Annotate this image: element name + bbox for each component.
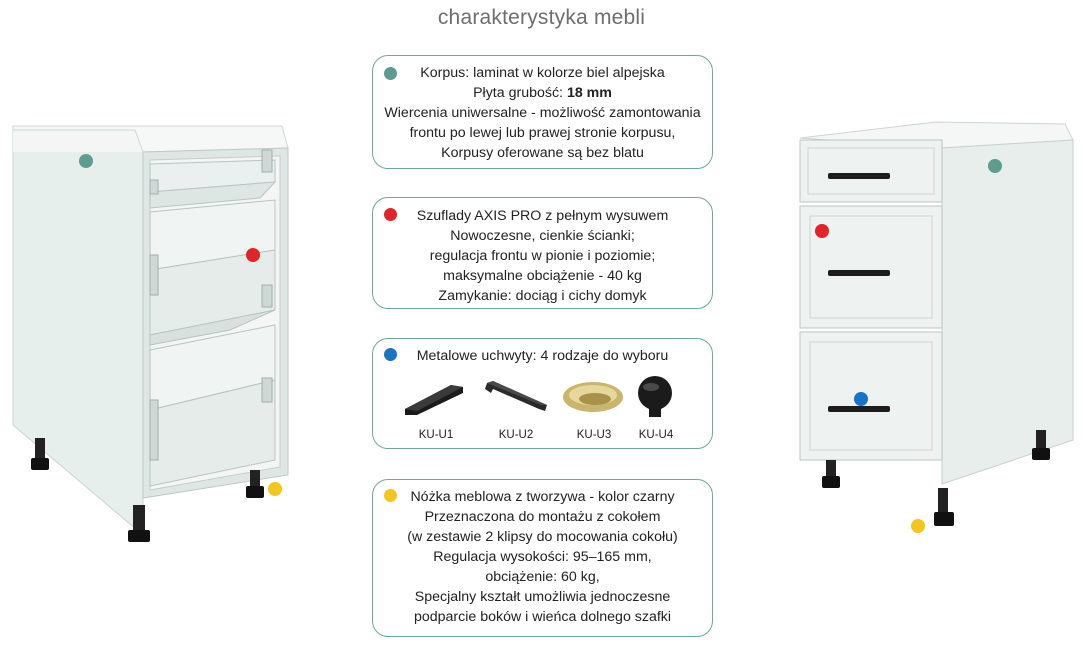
teal-dot-icon xyxy=(384,67,397,80)
szuflady-line-3: regulacja frontu w pionie i poziomie; xyxy=(429,248,656,264)
marker-szuflady-dot-right xyxy=(815,224,829,238)
nozka-line-5: obciążenie: 60 kg, xyxy=(485,569,600,585)
korpus-thickness-value: 18 mm xyxy=(566,85,612,101)
szuflady-line-1: Szuflady AXIS PRO z pełnym wysuwem xyxy=(416,208,669,224)
nozka-line-1: Nóżka meblowa z tworzywa - kolor czarny xyxy=(410,489,675,505)
szuflady-line-5: Zamykanie: dociąg i cichy domyk xyxy=(438,288,647,304)
nozka-line-6: Specjalny kształt umożliwia jednoczesne xyxy=(414,589,671,605)
handle-ku-u1: KU-U1 xyxy=(401,375,471,445)
handle-ku-u2: KU-U2 xyxy=(481,375,551,445)
uchwyty-line-1: Metalowe uchwyty: 4 rodzaje do wyboru xyxy=(416,348,669,364)
handle-ku-u1-icon xyxy=(405,385,463,415)
nozka-line-4: Regulacja wysokości: 95–165 mm, xyxy=(433,549,652,565)
korpus-line-2: Płyta grubość: 18 mm xyxy=(373,83,712,103)
nozka-line-7: podparcie boków i wieńca dolnego szafki xyxy=(413,609,672,625)
korpus-line-3: Wiercenia uniwersalne - możliwość zamont… xyxy=(384,105,701,121)
handle-ku-u3-label: KU-U3 xyxy=(576,429,612,441)
marker-nozka-dot-right xyxy=(911,519,925,533)
info-box-szuflady: Szuflady AXIS PRO z pełnym wysuwem Nowoc… xyxy=(372,197,713,309)
marker-nozka-dot xyxy=(268,482,282,496)
yellow-dot-icon xyxy=(384,489,397,502)
handle-ku-u4: KU-U4 xyxy=(621,375,691,445)
info-box-uchwyty: Metalowe uchwyty: 4 rodzaje do wyboru KU… xyxy=(372,338,713,449)
handles-gallery: KU-U1 KU-U2 KU-U3 KU-U4 xyxy=(401,375,691,445)
korpus-line-5: Korpusy oferowane są bez blatu xyxy=(441,145,644,161)
nozka-line-2: Przeznaczona do montażu z cokołem xyxy=(424,509,661,525)
page-title: charakterystyka mebli xyxy=(437,6,646,29)
handle-ku-u3: KU-U3 xyxy=(559,375,629,445)
handle-ku-u3-icon xyxy=(563,382,623,412)
marker-szuflady-dot xyxy=(246,248,260,262)
info-box-korpus: Korpus: laminat w kolorze biel alpejska … xyxy=(372,55,713,169)
szuflady-line-2: Nowoczesne, cienkie ścianki; xyxy=(450,228,635,244)
red-dot-icon xyxy=(384,208,397,221)
cabinet-open-image xyxy=(0,120,300,545)
szuflady-line-4: maksymalne obciążenie - 40 kg xyxy=(443,268,642,284)
handle-ku-u1-label: KU-U1 xyxy=(418,429,454,441)
handle-ku-u2-label: KU-U2 xyxy=(498,429,534,441)
marker-korpus-dot-right xyxy=(988,159,1002,173)
handle-ku-u4-icon xyxy=(638,376,672,417)
info-box-nozka: Nóżka meblowa z tworzywa - kolor czarny … xyxy=(372,479,713,637)
nozka-line-3: (w zestawie 2 klipsy do mocowania cokołu… xyxy=(407,529,678,545)
korpus-line-1: Korpus: laminat w kolorze biel alpejska xyxy=(420,65,665,81)
cabinet-closed-image xyxy=(790,118,1083,538)
handle-ku-u2-icon xyxy=(485,381,547,411)
blue-dot-icon xyxy=(384,348,397,361)
korpus-line-4: frontu po lewej lub prawej stronie korpu… xyxy=(409,125,676,141)
handle-ku-u4-label: KU-U4 xyxy=(638,429,674,441)
korpus-thickness-label: Płyta grubość: xyxy=(473,85,567,101)
marker-korpus-dot xyxy=(79,154,93,168)
marker-uchwyty-dot-right xyxy=(854,392,868,406)
